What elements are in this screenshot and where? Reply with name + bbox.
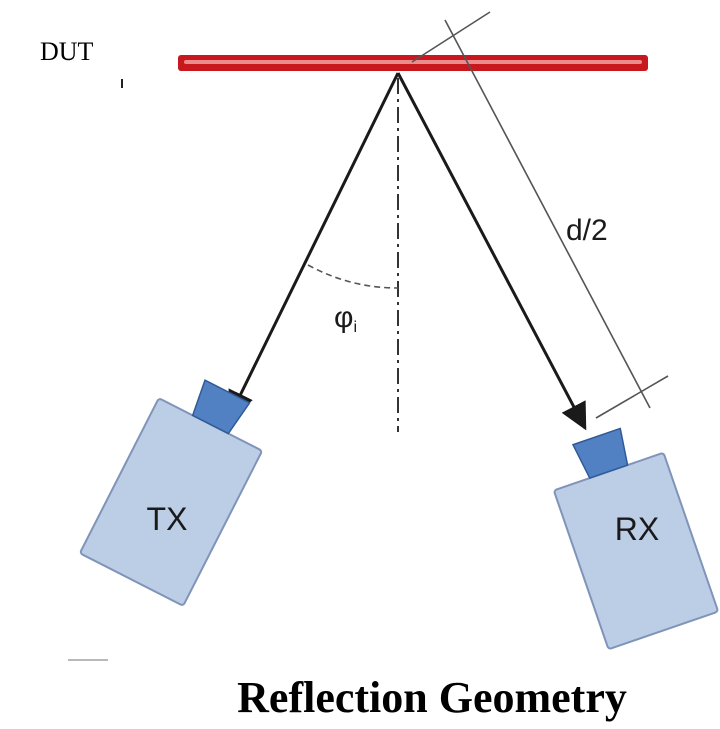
tx-device bbox=[79, 379, 263, 606]
figure-caption: Reflection Geometry bbox=[237, 673, 627, 722]
small-mark bbox=[121, 79, 123, 88]
angle-label: φi bbox=[334, 301, 357, 336]
rx-horn-antenna bbox=[571, 427, 629, 480]
dut-plate bbox=[178, 55, 648, 71]
distance-label: d/2 bbox=[566, 214, 608, 247]
rx-body bbox=[553, 452, 719, 650]
angle-subscript: i bbox=[353, 319, 357, 336]
distance-dimension bbox=[411, 11, 669, 419]
rx-label: RX bbox=[615, 511, 659, 547]
angle-symbol: φ bbox=[334, 301, 353, 334]
dimension-line bbox=[444, 19, 651, 409]
tx-label: TX bbox=[147, 501, 188, 537]
stray-mark bbox=[68, 659, 108, 661]
extension-line-top bbox=[411, 11, 491, 63]
incident-beam bbox=[228, 72, 400, 419]
extension-line-bottom bbox=[595, 375, 669, 419]
dut-label: DUT bbox=[40, 37, 94, 66]
rx-device bbox=[553, 427, 719, 650]
reflected-beam bbox=[396, 72, 587, 431]
tx-horn-antenna bbox=[191, 379, 251, 435]
angle-arc bbox=[307, 264, 399, 289]
